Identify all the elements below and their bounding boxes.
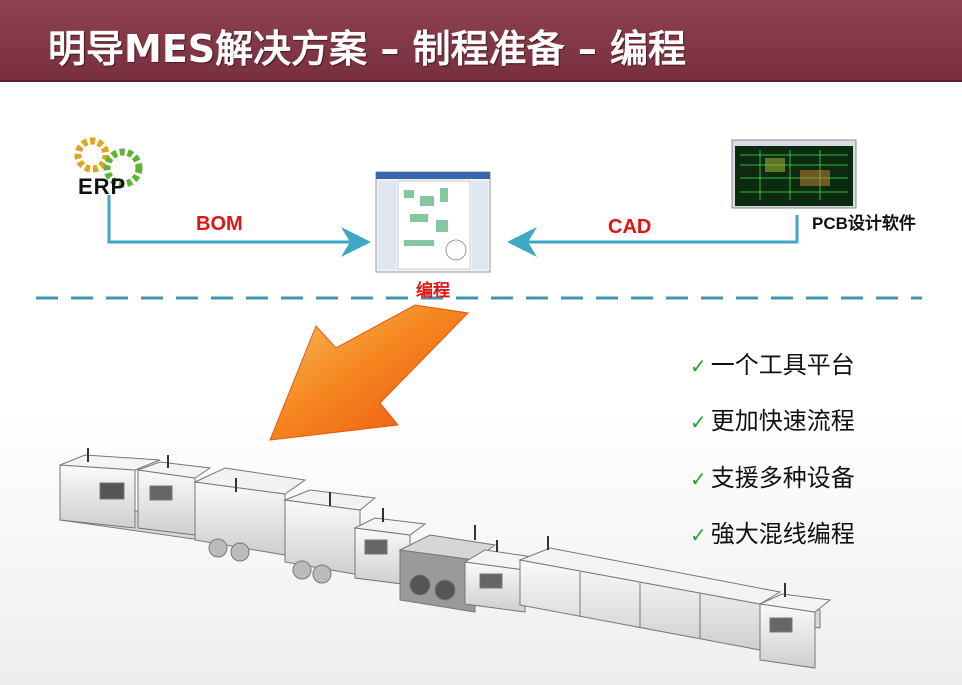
feature-item: ✓一个工具平台 <box>690 345 950 385</box>
feature-item: ✓支援多种设备 <box>690 458 950 498</box>
checkmark-icon: ✓ <box>690 523 707 547</box>
checkmark-icon: ✓ <box>690 410 707 434</box>
title-bar: 明导MES解决方案 – 制程准备 – 编程 <box>0 0 962 82</box>
programming-label: 编程 <box>416 281 450 300</box>
programming-software-screenshot <box>375 171 491 273</box>
checkmark-icon: ✓ <box>690 354 707 378</box>
feature-item: ✓強大混线编程 <box>690 514 950 554</box>
cad-label: CAD <box>608 216 652 238</box>
big-orange-arrow <box>269 304 470 441</box>
pcb-software-label: PCB设计软件 <box>812 214 916 233</box>
feature-item: ✓更加快速流程 <box>690 401 950 441</box>
feature-text: 支援多种设备 <box>710 464 855 492</box>
erp-gear-icon <box>74 137 143 188</box>
erp-logo-text: ERP <box>78 174 127 199</box>
feature-text: 更加快速流程 <box>710 407 855 435</box>
bom-label: BOM <box>196 213 243 235</box>
feature-text: 強大混线编程 <box>710 520 855 548</box>
feature-text: 一个工具平台 <box>710 351 855 379</box>
cad-flow-arrow <box>507 215 799 257</box>
pcb-software-screenshot <box>731 139 857 209</box>
smt-production-line-illustration <box>59 448 832 669</box>
page-title: 明导MES解决方案 – 制程准备 – 编程 <box>48 27 687 71</box>
bom-flow-arrow <box>107 195 371 257</box>
checkmark-icon: ✓ <box>690 467 707 491</box>
